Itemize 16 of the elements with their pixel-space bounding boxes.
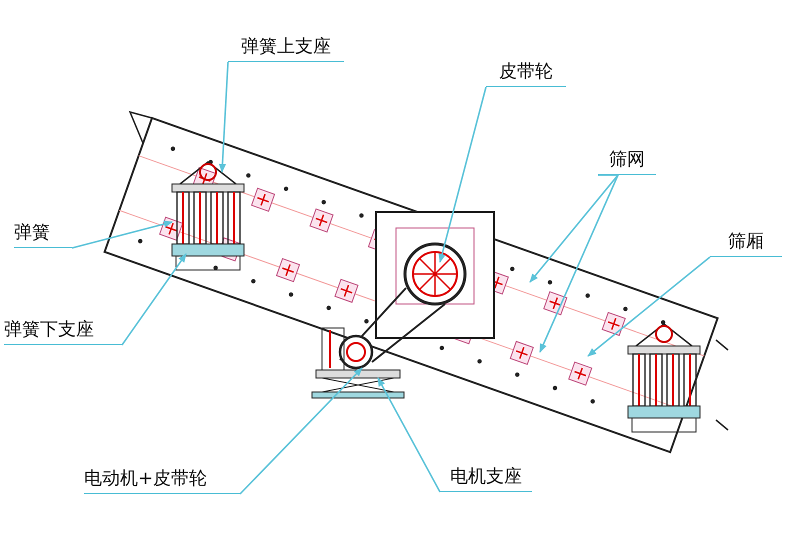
leader-line: [239, 367, 363, 495]
part-label: 筛厢: [710, 230, 782, 257]
part-label: 弹簧下支座: [4, 318, 122, 345]
part-label: 皮带轮: [486, 60, 566, 87]
part-label: 电机支座: [440, 465, 532, 492]
leader-line: [587, 256, 710, 357]
part-label: 弹簧: [14, 221, 72, 248]
part-label: 筛网: [598, 148, 656, 175]
part-label: 电动机+皮带轮: [84, 467, 240, 494]
leader-line: [218, 62, 229, 173]
leader-line: [377, 377, 441, 492]
part-label: 弹簧上支座: [228, 35, 344, 62]
leader-line: [438, 86, 487, 263]
leader-line: [121, 253, 187, 346]
leader-line: [72, 220, 173, 249]
leader-line: [539, 174, 620, 353]
